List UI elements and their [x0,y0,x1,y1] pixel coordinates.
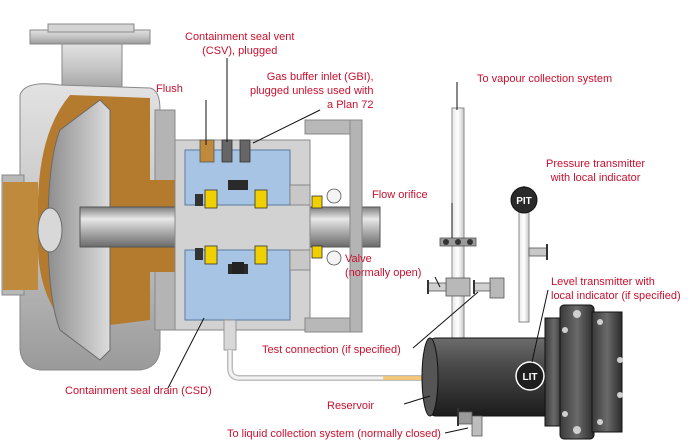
flow-orifice-label: Flow orifice [372,189,428,201]
vent-pipe [451,107,465,344]
flush-label: Flush [156,83,183,95]
impeller [37,99,111,361]
flow-orifice [439,237,477,247]
seal-chamber [174,119,363,351]
csv-label: Containment seal vent(CSV), plugged [185,31,295,57]
test-connection-valve [473,277,505,299]
valve-normally-open [427,277,471,297]
liquid-drain-valve [457,408,483,437]
pit-label: PIT [516,196,532,207]
pit-stem [518,211,530,323]
reservoir-label: Reservoir [327,400,375,412]
gbi-label: Gas buffer inlet (GBI),plugged unless us… [250,71,374,111]
csd-label: Containment seal drain (CSD) [65,385,212,397]
pit-instrument: PIT [510,186,538,214]
pit-isolation-valve [528,244,548,260]
valve-label: Valve(normally open) [345,253,422,279]
test-connection-label: Test connection (if specified) [262,344,401,356]
vapour-label: To vapour collection system [477,73,613,85]
leader-lines [167,58,549,434]
liquid-collection-label: To liquid collection system (normally cl… [227,428,441,440]
reservoir-flange-stack [544,304,623,440]
lit-instrument: LIT [515,361,545,391]
lit-label: LIT [523,372,538,383]
